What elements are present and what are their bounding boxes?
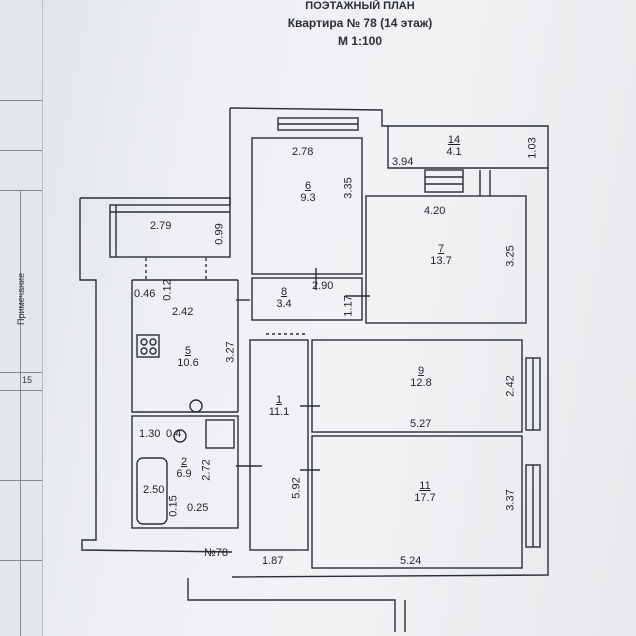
dim-0-15: 0.15 <box>167 495 180 517</box>
dim-2-90: 2.90 <box>312 280 334 292</box>
outer-wall-top-left <box>80 197 231 205</box>
room-7-outline <box>365 195 527 324</box>
dim-4-20: 4.20 <box>424 205 446 217</box>
dim-3-25: 3.25 <box>504 245 517 267</box>
row-number: 15 <box>22 375 33 385</box>
plan-subtitle: Квартира № 78 (14 этаж) <box>287 16 433 30</box>
dim-3-27: 3.27 <box>224 341 237 363</box>
room-1-outline <box>249 339 309 551</box>
dim-0-46: 0.46 <box>134 288 156 300</box>
dim-0-4: 0.4 <box>166 428 182 440</box>
dim-0-12: 0.12 <box>161 279 174 301</box>
dim-5-27: 5.27 <box>410 418 432 430</box>
dim-3-94: 3.94 <box>392 156 414 168</box>
dim-1-30: 1.30 <box>139 428 161 440</box>
dim-5-24: 5.24 <box>400 555 422 567</box>
dim-0-99: 0.99 <box>213 223 226 245</box>
room-2-outline <box>131 415 239 529</box>
outer-wall-right <box>229 107 549 578</box>
room-11-outline <box>311 435 523 569</box>
dim-2-78: 2.78 <box>292 146 314 158</box>
dim-5-92: 5.92 <box>290 477 303 499</box>
apartment-tag: №78 <box>204 547 229 559</box>
room-8-outline <box>251 277 363 321</box>
plan-title: ПОЭТАЖНЫЙ ПЛАН <box>305 0 415 12</box>
dim-1-17: 1.17 <box>342 295 355 317</box>
dim-1-03: 1.03 <box>526 137 539 159</box>
dim-1-87: 1.87 <box>262 555 284 567</box>
dim-2-50: 2.50 <box>143 484 165 496</box>
dim-0-25: 0.25 <box>187 502 209 514</box>
plan-scale: М 1:100 <box>337 34 383 48</box>
dim-2-42-kitchen: 2.42 <box>172 306 194 318</box>
dim-3-37: 3.37 <box>504 489 517 511</box>
room-9-outline <box>311 339 523 433</box>
dim-2-42-room9: 2.42 <box>504 375 517 397</box>
outer-wall-left <box>79 198 233 553</box>
dim-2-79: 2.79 <box>150 220 172 232</box>
room-6-outline <box>251 137 363 275</box>
dim-2-72: 2.72 <box>200 459 213 481</box>
dim-3-35: 3.35 <box>342 177 355 199</box>
left-table-strip: Примечание 15 <box>0 0 43 636</box>
